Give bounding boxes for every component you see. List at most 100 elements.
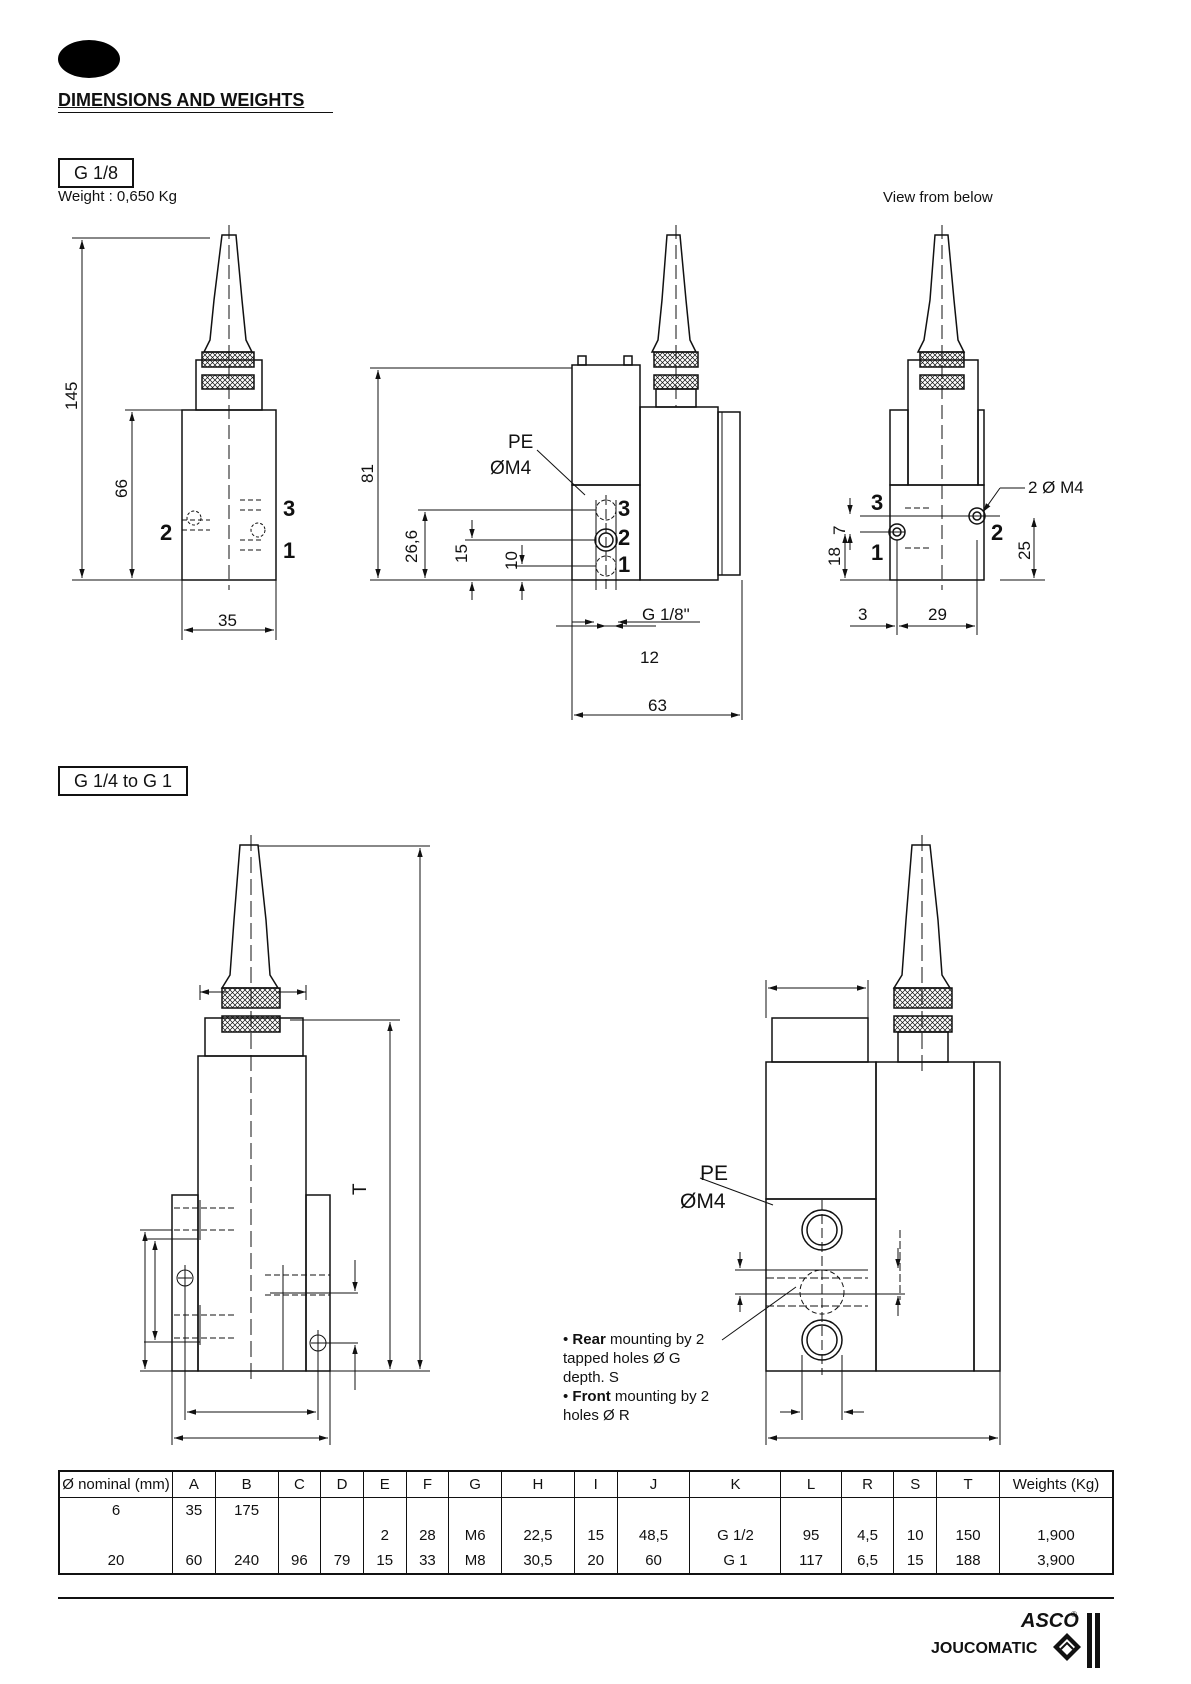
table-cell (362, 1497, 407, 1523)
table-cell (689, 1497, 781, 1523)
port-3-side: 3 (618, 496, 630, 521)
table-header-cell: K (689, 1470, 781, 1498)
port-1-bottom: 1 (871, 540, 883, 565)
table-cell: 10 (893, 1523, 937, 1548)
logo-bar-2 (1095, 1613, 1100, 1668)
asco-joucomatic-logo: ASCO ® JOUCOMATIC (921, 1605, 1111, 1675)
note-rear: • Rear mounting by 2 tapped holes Ø G de… (563, 1331, 705, 1386)
dim-35: 35 (218, 611, 237, 630)
dim-66: 66 (112, 479, 131, 498)
table-cell: 22,5 (500, 1523, 575, 1548)
side-view-g18 (370, 225, 743, 720)
table-cell: 188 (936, 1548, 1000, 1575)
dim-63: 63 (648, 696, 667, 715)
table-header-cell: T (936, 1470, 1000, 1498)
title-underline (58, 112, 333, 113)
dim-t: T (350, 1183, 371, 1195)
table-cell: 1,900 (999, 1523, 1114, 1548)
table-cell: 33 (405, 1548, 449, 1575)
drawing-g14-g1: T PE ØM4 (140, 835, 1001, 1445)
table-header-cell: L (780, 1470, 842, 1498)
note-front-text: mounting by 2 holes Ø R (563, 1388, 710, 1424)
dim-145: 145 (62, 382, 81, 410)
bottom-view-g18 (840, 225, 1045, 635)
table-cell: 175 (214, 1497, 279, 1523)
table-cell: 20 (58, 1548, 173, 1575)
table-cell (616, 1497, 690, 1523)
table-cell: G 1/2 (689, 1523, 781, 1548)
dim-12: 12 (640, 648, 659, 667)
logo-bar-1 (1087, 1613, 1092, 1668)
label-m4-large: ØM4 (680, 1190, 726, 1213)
table-cell: 15 (893, 1548, 937, 1575)
logo-graphic: ASCO ® JOUCOMATIC (931, 1610, 1100, 1668)
table-header-cell: A (172, 1470, 216, 1498)
table-header-cell: G (448, 1470, 502, 1498)
section-label-g14-g1: G 1/4 to G 1 (58, 766, 189, 796)
dim-81: 81 (358, 464, 377, 483)
note-front-bold: Front (572, 1388, 611, 1405)
port-1-side: 1 (618, 552, 630, 577)
note-front: • Front mounting by 2 holes Ø R (563, 1388, 710, 1424)
table-header-cell: E (362, 1470, 407, 1498)
table-header-cell: C (277, 1470, 321, 1498)
dim-26-6: 26,6 (402, 530, 421, 563)
table-cell: 15 (362, 1548, 407, 1575)
table-cell: 150 (936, 1523, 1000, 1548)
table-cell: G 1 (689, 1548, 781, 1575)
front-view-g18 (72, 225, 277, 640)
mounting-notes: • Rear mounting by 2 tapped holes Ø G de… (563, 1330, 713, 1425)
table-cell (448, 1497, 502, 1523)
table-header-cell: B (214, 1470, 279, 1498)
table-cell: 6 (58, 1497, 173, 1523)
table-cell: 96 (277, 1548, 321, 1575)
table-cell: 30,5 (500, 1548, 575, 1575)
page-title: DIMENSIONS AND WEIGHTS (58, 90, 305, 110)
label-pe-large: PE (700, 1162, 728, 1185)
dim-3: 3 (858, 605, 867, 624)
table-cell (58, 1523, 173, 1548)
port-2-side: 2 (618, 525, 630, 550)
table-cell: 95 (780, 1523, 842, 1548)
table-cell (780, 1497, 842, 1523)
table-header-cell: H (500, 1470, 575, 1498)
table-cell: M6 (448, 1523, 502, 1548)
table-cell: 15 (573, 1523, 618, 1548)
brand-top: ASCO (1020, 1610, 1079, 1632)
table-cell: 20 (573, 1548, 618, 1575)
table-header-cell: J (616, 1470, 690, 1498)
port-3-front: 3 (283, 496, 295, 521)
table-header-cell: Weights (Kg) (999, 1470, 1114, 1498)
weight-text: Weight : 0,650 Kg (58, 188, 177, 205)
note-rear-bold: Rear (572, 1331, 606, 1348)
dim-18: 18 (825, 547, 844, 566)
dim-7: 7 (830, 526, 849, 535)
table-cell: 79 (320, 1548, 364, 1575)
side-view-g14-g1 (699, 835, 1001, 1445)
table-cell: M8 (448, 1548, 502, 1575)
logo-diamond-icon (1053, 1633, 1081, 1661)
table-cell: 60 (172, 1548, 216, 1575)
brand-bottom: JOUCOMATIC (931, 1640, 1038, 1657)
table-cell (573, 1497, 618, 1523)
table-cell (277, 1497, 321, 1523)
port-3-bottom: 3 (871, 490, 883, 515)
table-header-cell: S (893, 1470, 937, 1498)
table-cell (277, 1523, 321, 1548)
table-cell: 28 (405, 1523, 449, 1548)
port-2-front: 2 (160, 520, 172, 545)
dim-10: 10 (502, 551, 521, 570)
table-cell (172, 1523, 216, 1548)
registered-mark: ® (1071, 1610, 1077, 1619)
table-cell (405, 1497, 449, 1523)
table-cell (840, 1497, 894, 1523)
table-cell: 4,5 (840, 1523, 894, 1548)
table-cell: 60 (616, 1548, 690, 1575)
label-pe: PE (508, 432, 533, 453)
section-label-g18: G 1/8 (58, 158, 135, 188)
drawing-g18: 145 66 35 81 26,6 15 10 PE ØM4 G 1/8" 12… (62, 225, 1084, 720)
front-view-g14-g1 (140, 835, 430, 1445)
